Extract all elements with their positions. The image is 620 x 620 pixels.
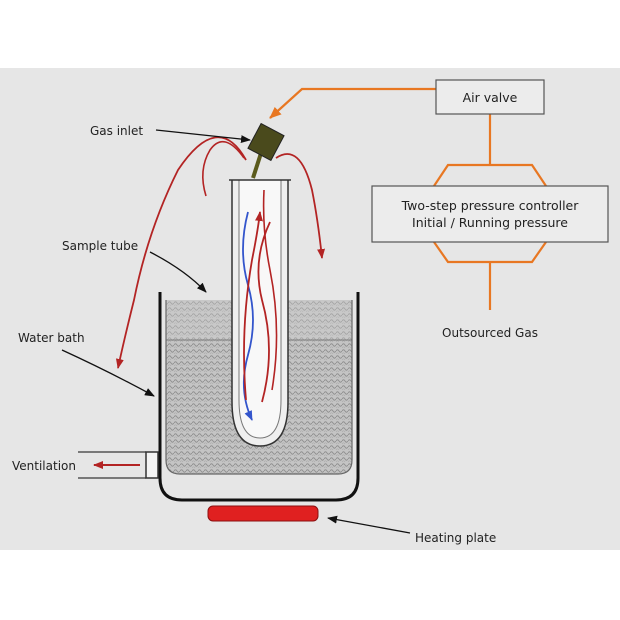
ventilation-label: Ventilation	[12, 459, 76, 473]
water-bath-inner-wall	[165, 300, 353, 475]
sample-tube-label: Sample tube	[62, 239, 138, 253]
pressure-controller-label-line2: Initial / Running pressure	[412, 215, 568, 230]
pressure-controller-label-line1: Two-step pressure controller	[401, 198, 580, 213]
pressure-control-line	[269, 87, 547, 310]
red-flow-tube-3	[262, 189, 278, 391]
ventilation-port	[145, 451, 159, 479]
heating-plate	[207, 505, 319, 522]
gas-inlet-label: Gas inlet	[90, 124, 143, 138]
red-flow-tube-2	[257, 221, 271, 403]
heating-plate-leader	[327, 515, 411, 534]
air-valve-label: Air valve	[463, 90, 518, 105]
air-valve-box	[435, 79, 545, 115]
water-bath-label: Water bath	[18, 331, 85, 345]
red-flow-tube-1	[243, 211, 263, 401]
red-flow-right-escape	[275, 153, 326, 259]
pressure-controller-box	[371, 185, 609, 243]
red-flow-left-inner	[202, 140, 245, 197]
red-flow-left-escape	[115, 136, 247, 369]
gas-inlet-leader	[155, 129, 251, 144]
heating-plate-label: Heating plate	[415, 531, 496, 545]
gas-inlet-fitting	[247, 122, 285, 162]
outsourced-gas-label: Outsourced Gas	[442, 326, 538, 340]
sample-tube-inner	[238, 180, 282, 439]
blue-gas-flow	[242, 211, 254, 421]
water-bath-container	[158, 292, 360, 502]
sample-tube-leader	[149, 251, 207, 293]
water-bath-leader	[61, 349, 155, 397]
